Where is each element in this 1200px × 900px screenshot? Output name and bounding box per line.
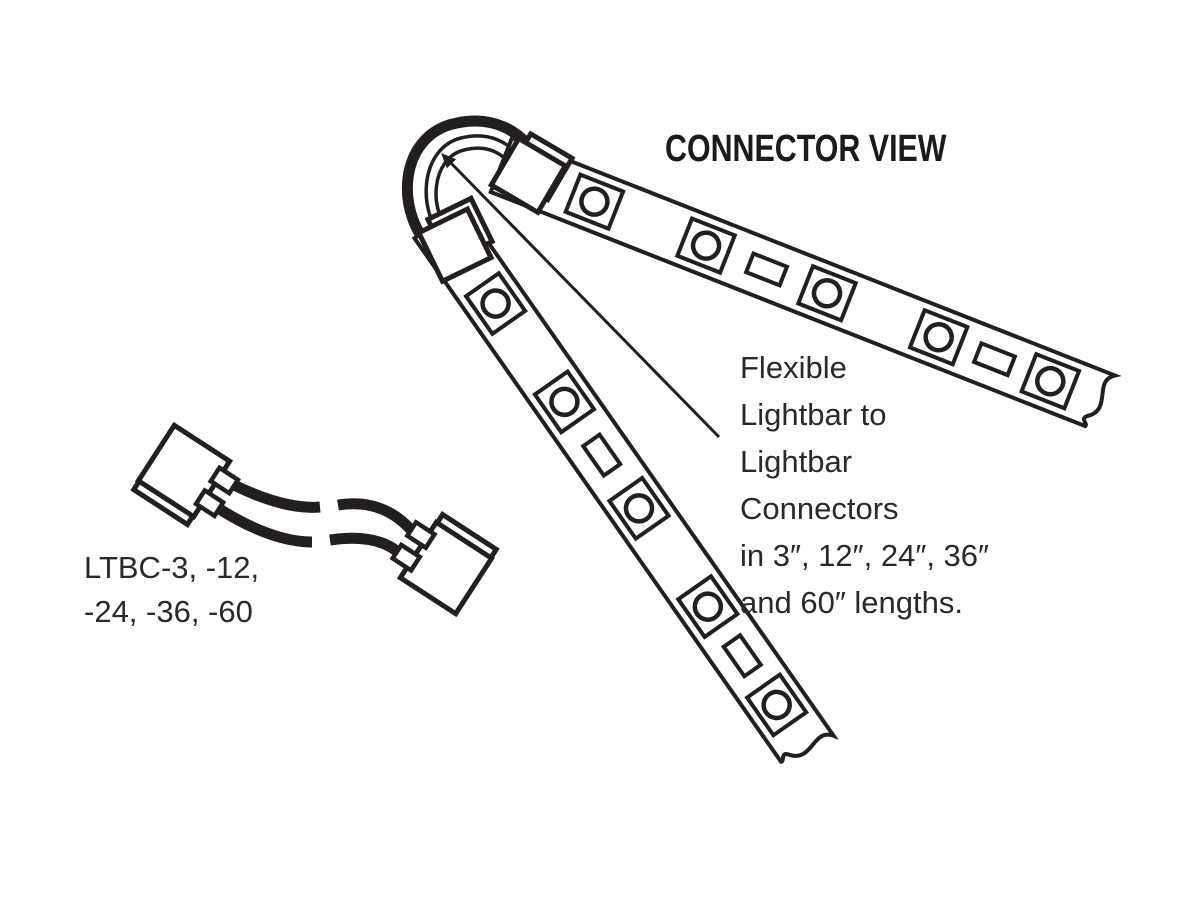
page-title: CONNECTOR VIEW	[665, 128, 947, 170]
description-line: Flexible	[740, 350, 847, 385]
lightbar-strip-top	[488, 126, 1122, 429]
cable-connector-block-left-icon	[130, 421, 242, 528]
cable-connector-block-right-icon	[389, 511, 500, 618]
description-line: Lightbar to	[740, 397, 887, 432]
model-number-label: LTBC-3, -12, -24, -36, -60	[84, 546, 259, 634]
pointer-arrow-icon	[441, 153, 721, 439]
description-line: in 3″, 12″, 24″, 36″	[740, 538, 989, 573]
lightbar-strip-bottom	[407, 190, 840, 764]
broken-cable-wires-icon	[215, 479, 417, 558]
description-line: Lightbar	[740, 444, 853, 479]
model-number-line: LTBC-3, -12,	[84, 550, 260, 585]
strip-body	[411, 202, 840, 764]
description-text: Flexible Lightbar to Lightbar Connectors…	[740, 344, 989, 626]
model-number-line: -24, -36, -60	[84, 594, 253, 629]
ltbc-cable	[130, 421, 500, 618]
description-line: Connectors	[740, 491, 899, 526]
description-line: and 60″ lengths.	[740, 585, 963, 620]
